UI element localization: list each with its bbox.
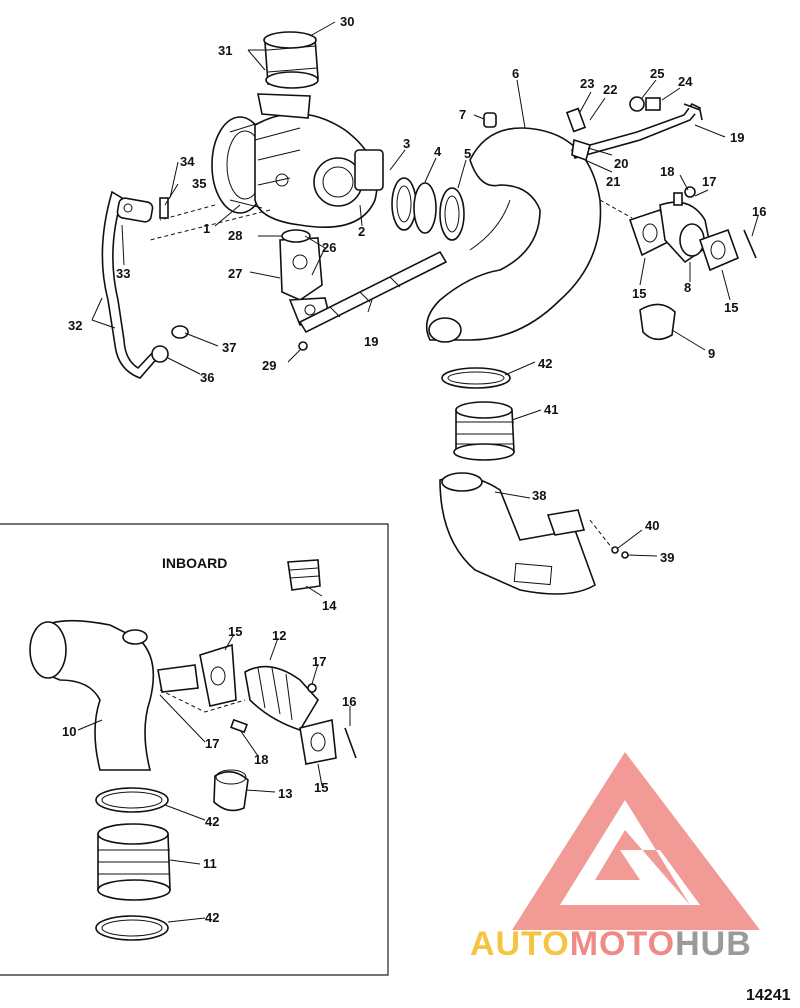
- callout-20: 20: [614, 156, 628, 171]
- clamp-gaskets: [391, 177, 465, 241]
- automotohub-logo: [512, 752, 760, 930]
- brand-moto: MOTO: [570, 925, 675, 963]
- inboard-callout-18: 18: [254, 752, 268, 767]
- callout-15-right: 15: [724, 300, 738, 315]
- callout-34: 34: [180, 154, 195, 169]
- callout-41: 41: [544, 402, 558, 417]
- callout-27: 27: [228, 266, 242, 281]
- tailpipe: [439, 472, 629, 595]
- logo-triangle-shape: [512, 752, 760, 930]
- riser-flange: [628, 201, 740, 272]
- callout-23: 23: [580, 76, 594, 91]
- callout-26: 26: [322, 240, 336, 255]
- callout-31: 31: [218, 43, 232, 58]
- inboard-callout-15-bottom: 15: [314, 780, 328, 795]
- svg-text:AUTOMOTOHUB: AUTOMOTOHUB: [470, 925, 752, 963]
- leader-lines-upper: [91, 21, 759, 557]
- brand-auto: AUTO: [470, 925, 570, 963]
- callout-9: 9: [708, 346, 715, 361]
- callout-19-lower: 19: [364, 334, 378, 349]
- callout-30: 30: [340, 14, 354, 29]
- inboard-callout-13: 13: [278, 786, 292, 801]
- inboard-section: INBOARD: [0, 523, 389, 976]
- callout-15-left: 15: [632, 286, 646, 301]
- callout-21: 21: [606, 174, 620, 189]
- brand-hub: HUB: [675, 925, 752, 963]
- brand-wordmark: AUTOMOTOHUB: [470, 925, 752, 963]
- callout-40: 40: [645, 518, 659, 533]
- callout-35: 35: [192, 176, 206, 191]
- inboard-callout-11: 11: [203, 856, 217, 871]
- callout-38: 38: [532, 488, 546, 503]
- callout-18: 18: [660, 164, 674, 179]
- callout-16: 16: [752, 204, 766, 219]
- inboard-callout-10: 10: [62, 724, 76, 739]
- callout-36: 36: [200, 370, 214, 385]
- oil-line: [101, 190, 308, 379]
- turbo-bracket: [279, 229, 331, 326]
- callout-8: 8: [684, 280, 691, 295]
- callout-17: 17: [702, 174, 716, 189]
- inboard-callout-42-bottom: 42: [205, 910, 219, 925]
- inboard-callout-12: 12: [272, 628, 286, 643]
- small-fittings: [483, 112, 757, 341]
- callout-33: 33: [116, 266, 130, 281]
- callout-32: 32: [68, 318, 82, 333]
- callout-28: 28: [228, 228, 242, 243]
- inboard-callout-17-right: 17: [312, 654, 326, 669]
- callout-2: 2: [358, 224, 365, 239]
- water-pipe: [298, 250, 448, 334]
- callout-25: 25: [650, 66, 664, 81]
- callout-37: 37: [222, 340, 236, 355]
- callout-3: 3: [403, 136, 410, 151]
- inboard-callout-42-top: 42: [205, 814, 219, 829]
- callout-24: 24: [678, 74, 693, 89]
- callout-29: 29: [262, 358, 276, 373]
- callout-7: 7: [459, 107, 466, 122]
- inboard-callout-15-top: 15: [228, 624, 242, 639]
- sleeve-and-clamp: [441, 367, 515, 461]
- callout-4: 4: [434, 144, 442, 159]
- inboard-callout-16: 16: [342, 694, 356, 709]
- callout-39: 39: [660, 550, 674, 565]
- callout-42: 42: [538, 356, 552, 371]
- callout-numbers-inboard: 14 15 12 17 16 10 17 18 15 13 42 11 42: [62, 598, 356, 925]
- upper-tube: [565, 96, 703, 162]
- callout-5: 5: [464, 146, 471, 161]
- callout-19-upper: 19: [730, 130, 744, 145]
- callout-numbers-upper: 30 31 1 2 3 4 5 6 7 23 22 25 24 19 20 21…: [68, 14, 766, 565]
- callout-22: 22: [603, 82, 617, 97]
- figure-number: 14241: [746, 987, 791, 1004]
- inboard-callout-14: 14: [322, 598, 337, 613]
- callout-1: 1: [203, 221, 210, 236]
- inboard-label: INBOARD: [162, 555, 227, 571]
- inboard-callout-17-left: 17: [205, 736, 219, 751]
- intake-boot: [257, 31, 319, 119]
- callout-6: 6: [512, 66, 519, 81]
- turbocharger: [211, 112, 384, 228]
